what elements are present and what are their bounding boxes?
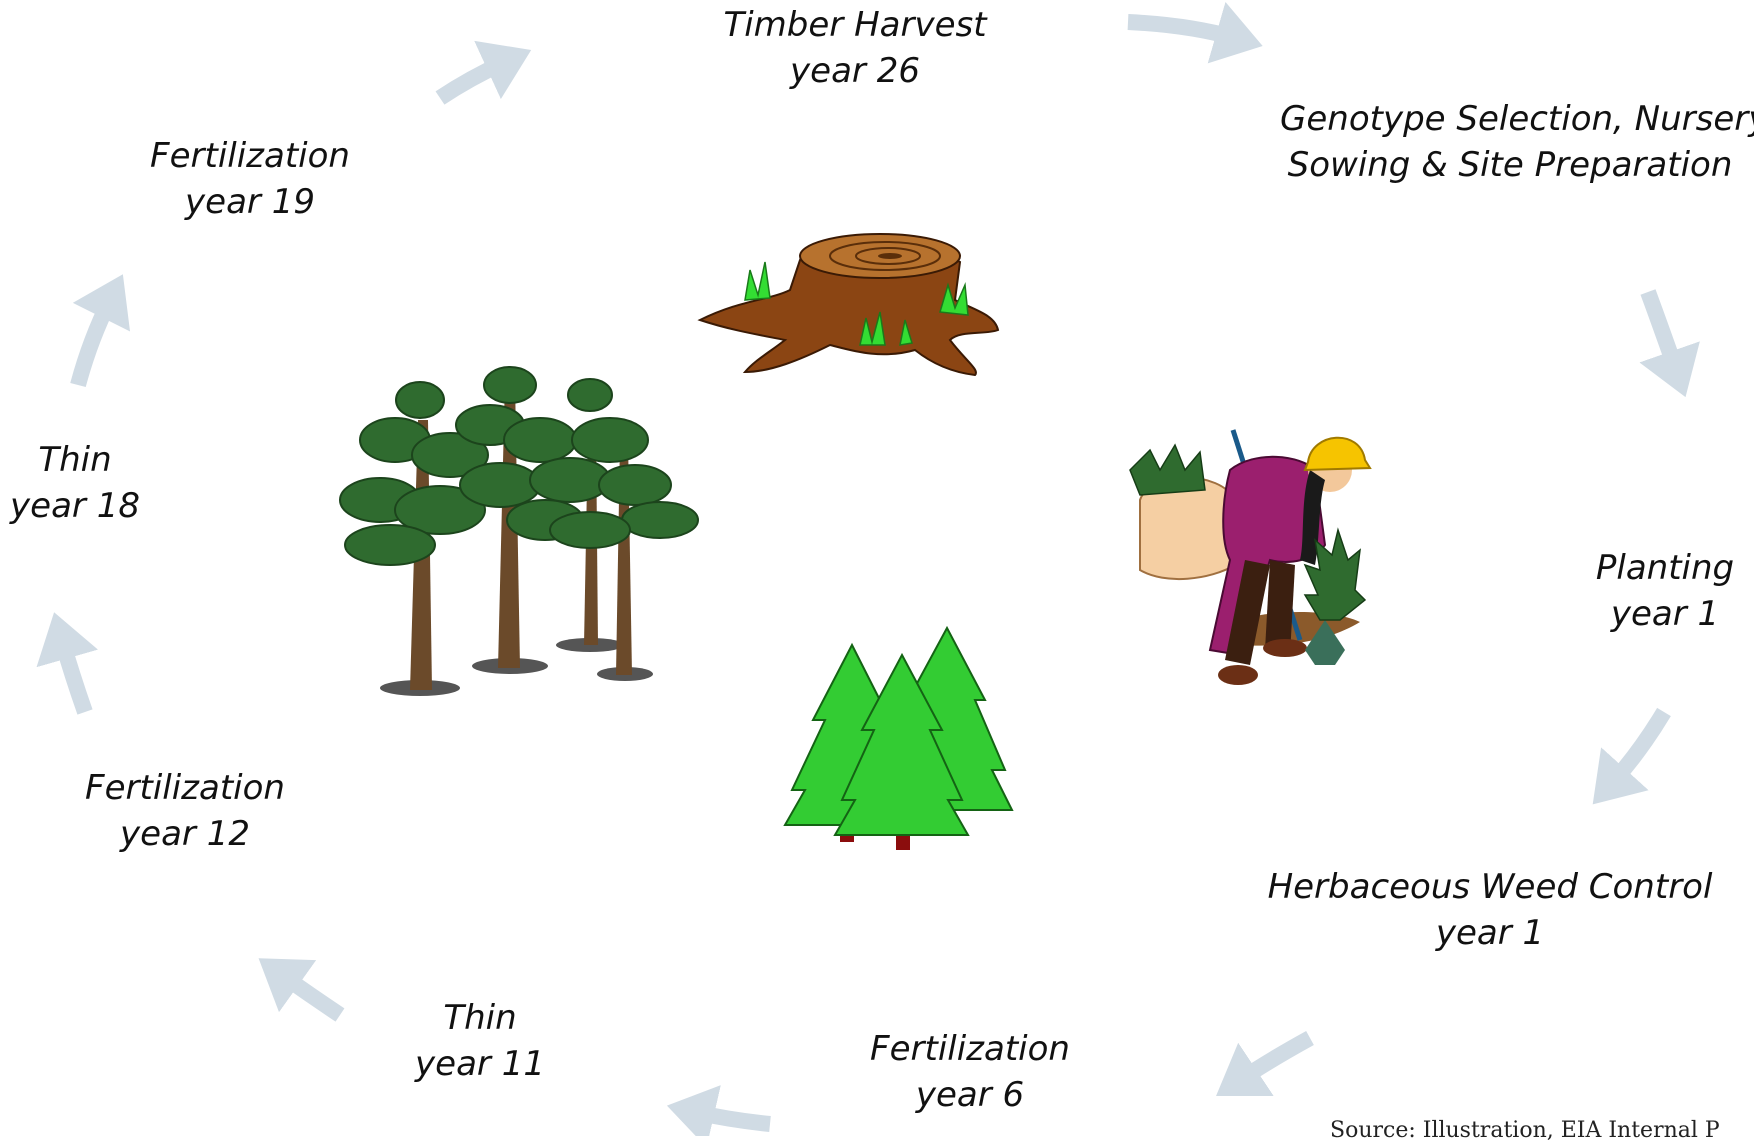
cycle-arrow-6 — [258, 958, 345, 1022]
step-title: Fertilization — [150, 136, 350, 176]
step-year: year 12 — [120, 814, 250, 854]
step-year: year 6 — [915, 1075, 1025, 1115]
source-caption: Source: Illustration, EIA Internal P — [1330, 1118, 1720, 1143]
step-year: year 26 — [790, 51, 920, 91]
step-thin-11: Thin year 11 — [385, 995, 575, 1087]
step-title: Fertilization — [870, 1029, 1070, 1069]
cycle-arrow-1 — [1127, 1, 1263, 64]
step-year: year 19 — [185, 182, 315, 222]
cycle-arrow-5 — [666, 1085, 771, 1136]
step-herbaceous-weed-control: Herbaceous Weed Control year 1 — [1265, 864, 1715, 956]
step-year: year 18 — [10, 486, 140, 526]
step-planting: Planting year 1 — [1580, 545, 1750, 637]
step-year: year 1 — [1435, 913, 1545, 953]
step-title: Thin — [38, 440, 112, 480]
step-year: year 1 — [1610, 594, 1720, 634]
step-thin-18: Thin year 18 — [5, 437, 145, 529]
step-fertilization-6: Fertilization year 6 — [860, 1026, 1080, 1118]
cycle-arrow-8 — [70, 274, 131, 388]
step-title: Timber Harvest — [723, 5, 987, 45]
cycle-arrow-4 — [1216, 1030, 1314, 1096]
step-title: Planting — [1595, 548, 1735, 588]
step-title: Thin — [443, 998, 517, 1038]
step-title: Genotype Selection, Nursery — [1280, 99, 1754, 139]
step-year: year 11 — [415, 1044, 545, 1084]
tree-stump-illustration — [697, 233, 1000, 377]
step-title: Fertilization — [85, 768, 285, 808]
cycle-arrow-7 — [36, 612, 99, 715]
mature-pine-trees-illustration — [339, 366, 699, 696]
tree-planter-worker-illustration — [1129, 429, 1372, 685]
step-timber-harvest: Timber Harvest year 26 — [720, 2, 990, 94]
step-fertilization-19: Fertilization year 19 — [140, 133, 360, 225]
step-year: Sowing & Site Preparation — [1287, 145, 1733, 185]
step-fertilization-12: Fertilization year 12 — [75, 765, 295, 857]
cycle-arrow-2 — [1639, 289, 1700, 398]
step-title: Herbaceous Weed Control — [1267, 867, 1713, 907]
young-pine-trees-illustration — [783, 625, 1014, 850]
cycle-arrow-9 — [435, 40, 532, 105]
cycle-arrow-3 — [1592, 707, 1671, 805]
step-genotype-selection: Genotype Selection, Nursery Sowing & Sit… — [1280, 96, 1754, 188]
